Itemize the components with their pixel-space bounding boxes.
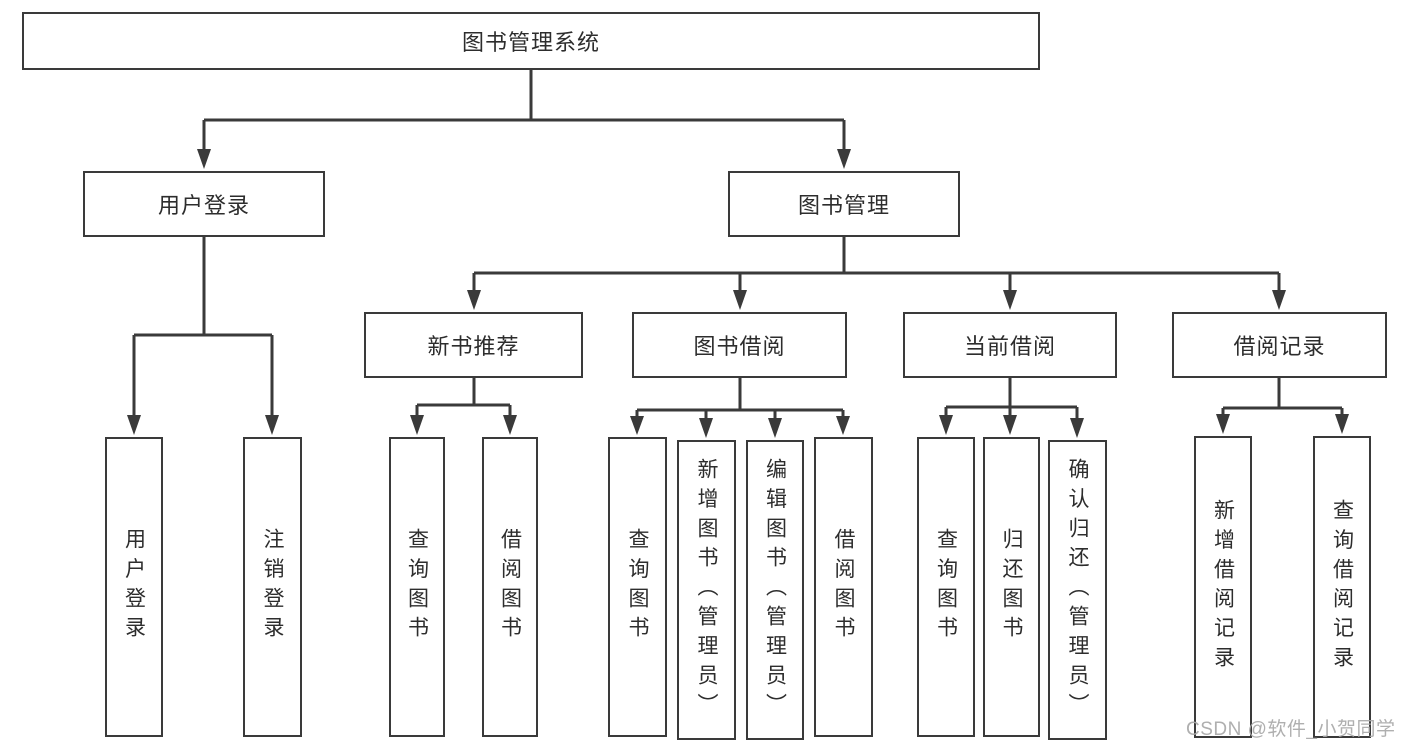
node-borrow-records: 借阅记录 <box>1172 312 1387 378</box>
node-new-book-recommend: 新书推荐 <box>364 312 583 378</box>
leaf-user-login: 用户登录 <box>105 437 163 737</box>
leaf-borrow-books-1: 借阅图书 <box>482 437 538 737</box>
leaf-add-books-admin: 新增图书（管理员） <box>677 440 736 740</box>
node-root-library-system: 图书管理系统 <box>22 12 1040 70</box>
leaf-edit-books-admin: 编辑图书（管理员） <box>746 440 804 740</box>
node-book-borrow: 图书借阅 <box>632 312 847 378</box>
leaf-logout: 注销登录 <box>243 437 302 737</box>
leaf-query-books-2: 查询图书 <box>608 437 667 737</box>
leaf-query-books-3: 查询图书 <box>917 437 975 737</box>
leaf-query-borrow-record: 查询借阅记录 <box>1313 436 1371 738</box>
leaf-add-borrow-record: 新增借阅记录 <box>1194 436 1252 738</box>
node-current-borrow: 当前借阅 <box>903 312 1117 378</box>
leaf-confirm-return-admin: 确认归还（管理员） <box>1048 440 1107 740</box>
csdn-watermark: CSDN @软件_小贺同学 <box>1186 719 1396 740</box>
node-book-management: 图书管理 <box>728 171 960 237</box>
leaf-borrow-books-2: 借阅图书 <box>814 437 873 737</box>
node-user-login: 用户登录 <box>83 171 325 237</box>
leaf-query-books-1: 查询图书 <box>389 437 445 737</box>
leaf-return-books: 归还图书 <box>983 437 1040 737</box>
